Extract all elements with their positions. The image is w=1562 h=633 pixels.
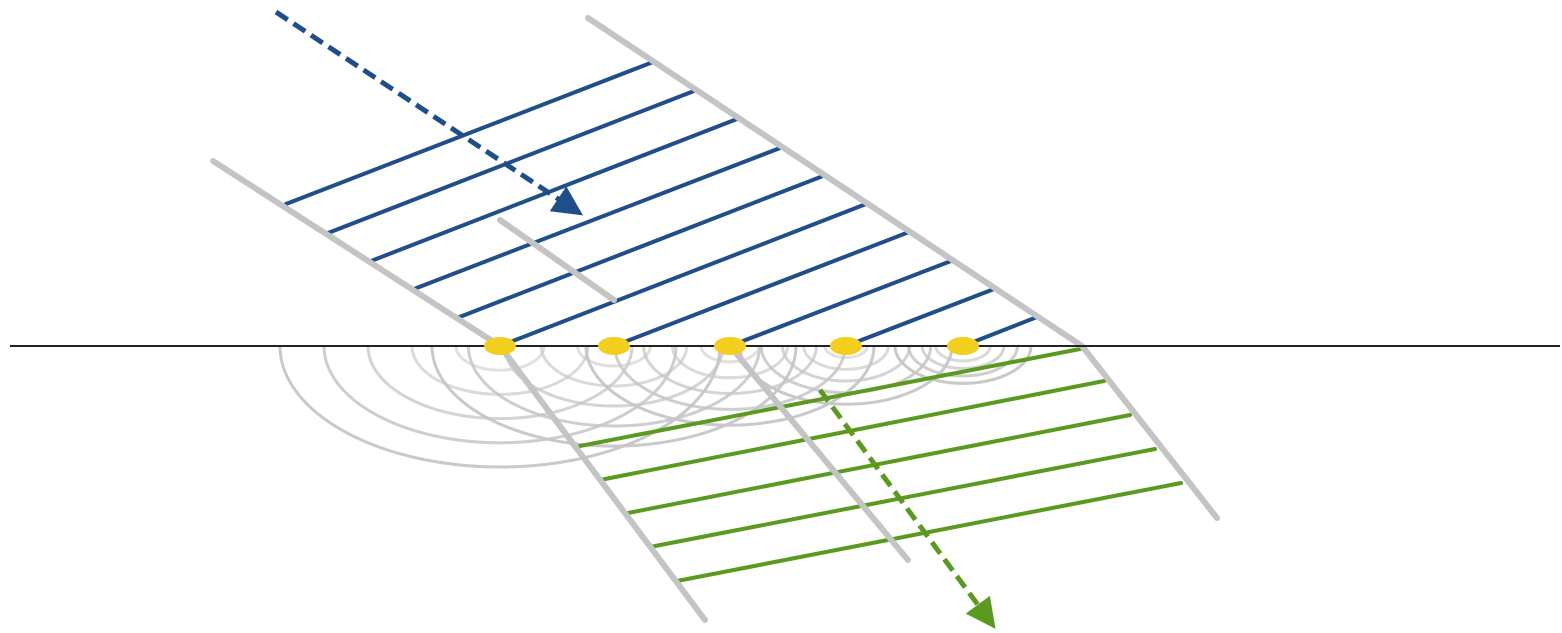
wavelet-arc: [584, 345, 876, 427]
refracted-ray-arrow: [817, 388, 996, 629]
wavelet-source-point: [598, 337, 630, 355]
refracted-beam-left-edge: [497, 343, 708, 623]
incident-wavefront: [369, 117, 739, 263]
incident-beam-left-edge: [210, 158, 503, 349]
refracted-wavefront: [626, 413, 1132, 515]
wavelet-arc: [613, 345, 847, 411]
refracted-beam-right-edge: [1079, 343, 1220, 521]
wavelet-arc: [893, 345, 1033, 385]
incident-wavefront: [284, 60, 655, 206]
incident-ray-arrow: [274, 9, 584, 216]
incident-wavefront: [844, 287, 996, 348]
wavelet-arc: [466, 345, 762, 428]
wavelet-arc: [576, 345, 652, 368]
wavelet-arc: [539, 345, 689, 388]
incident-wavefront: [412, 146, 782, 291]
incident-beam-right-edge: [585, 15, 1085, 349]
incident-wavefront: [728, 259, 953, 348]
wavelet-arc: [322, 345, 678, 445]
wavelet-arc: [278, 345, 722, 469]
wavelet-arc: [920, 345, 1006, 370]
wavelet-arc: [670, 345, 790, 380]
incident-wavefront: [498, 202, 868, 348]
wavelet-source-point: [714, 337, 746, 355]
wavelet-sources: [484, 337, 979, 355]
wavelet-arc: [907, 345, 1019, 378]
beam-boundaries: [210, 15, 1220, 623]
wavelet-arc: [934, 345, 992, 363]
incident-wavefront: [612, 230, 911, 348]
refracted-wavefront: [578, 347, 1082, 448]
wavelet-arc: [642, 345, 818, 396]
wavelet-arc: [823, 345, 869, 360]
refracted-wavefront: [675, 481, 1183, 583]
wavelet-arc: [802, 345, 890, 371]
wavelet-source-point: [947, 337, 979, 355]
incident-wavefronts: [284, 60, 1039, 348]
refracted-wavefronts: [578, 347, 1183, 583]
wavelet-arc: [430, 345, 798, 448]
wavelet-source-point: [484, 337, 516, 355]
wavelet-arc: [366, 345, 634, 421]
incident-wavefront: [455, 174, 825, 320]
wavelet-source-point: [830, 337, 862, 355]
incident-beam-center-edge: [497, 217, 617, 303]
wavelet-arc: [780, 345, 912, 383]
wavelet-arc: [699, 345, 761, 364]
refracted-beam-center-edge: [727, 343, 911, 563]
refracted-wavefront: [648, 447, 1157, 549]
huygens-wavelets: [278, 345, 1033, 469]
incident-wavefront: [326, 89, 696, 235]
wavelet-arc: [454, 345, 546, 372]
